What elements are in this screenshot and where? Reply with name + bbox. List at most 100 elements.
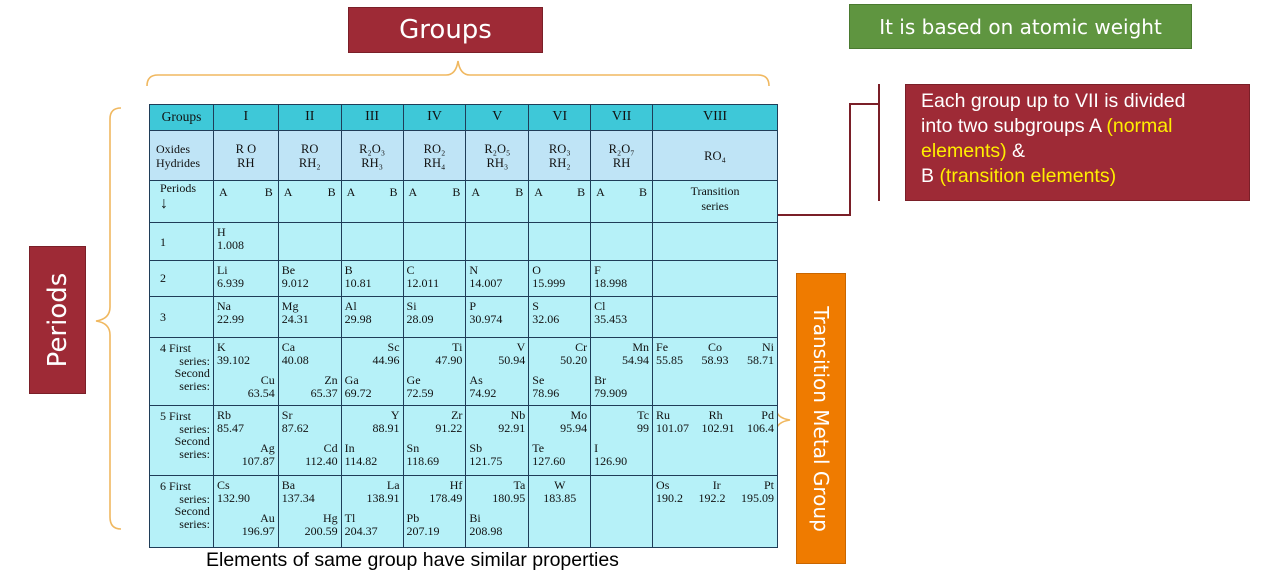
- transition-metal-callout: Transition Metal Group: [796, 273, 846, 564]
- periods-callout: Periods: [29, 246, 86, 394]
- empty-cell: [652, 296, 778, 338]
- down-arrow-icon: ↓: [160, 194, 168, 212]
- subgroup-line-4: B (transition elements): [921, 165, 1117, 187]
- header-group-ii: II: [277, 104, 342, 131]
- transition-metal-text: Transition Metal Group: [809, 305, 833, 532]
- empty-cell: [402, 222, 467, 261]
- period-2-label: 2: [149, 260, 214, 297]
- header-group-iv: IV: [402, 104, 467, 131]
- header-group-vi: VI: [528, 104, 592, 131]
- subgroup-line-2: into two subgroups A (normal: [921, 115, 1173, 137]
- atomic-weight-text: It is based on atomic weight: [879, 14, 1162, 39]
- connector-line-vertical-right: [878, 84, 880, 201]
- header-group-v: V: [465, 104, 530, 131]
- periods-callout-text: Periods: [42, 272, 73, 368]
- header-group-i: I: [212, 104, 279, 131]
- empty-cell: [528, 222, 592, 261]
- groups-callout-text: Groups: [399, 15, 492, 45]
- formula-group-viii: RO₄: [652, 130, 778, 181]
- period-1-label: 1: [149, 222, 214, 261]
- atomic-weight-callout: It is based on atomic weight: [849, 4, 1192, 49]
- empty-cell: [652, 260, 778, 297]
- empty-cell: [590, 475, 654, 548]
- footer-caption: Elements of same group have similar prop…: [206, 549, 619, 571]
- header-group-vii: VII: [590, 104, 654, 131]
- empty-cell: [590, 222, 654, 261]
- subgroup-line-1: Each group up to VII is divided: [921, 90, 1186, 112]
- periods-label-cell: Periods ↓: [149, 180, 214, 223]
- connector-line-vertical-mid: [849, 103, 851, 215]
- subgroup-line-3: elements) &: [921, 140, 1026, 162]
- period-3-label: 3: [149, 296, 214, 338]
- header-group-viii: VIII: [652, 104, 778, 131]
- empty-cell: [465, 222, 530, 261]
- empty-cell: [652, 222, 778, 261]
- empty-cell: [340, 222, 404, 261]
- subgroup-callout: Each group up to VII is divided into two…: [905, 84, 1250, 201]
- empty-cell: [277, 222, 342, 261]
- header-group-iii: III: [340, 104, 404, 131]
- connector-line-top: [851, 103, 879, 105]
- groups-brace: [146, 60, 770, 87]
- groups-callout: Groups: [348, 7, 543, 53]
- header-groups-label: Groups: [149, 104, 214, 131]
